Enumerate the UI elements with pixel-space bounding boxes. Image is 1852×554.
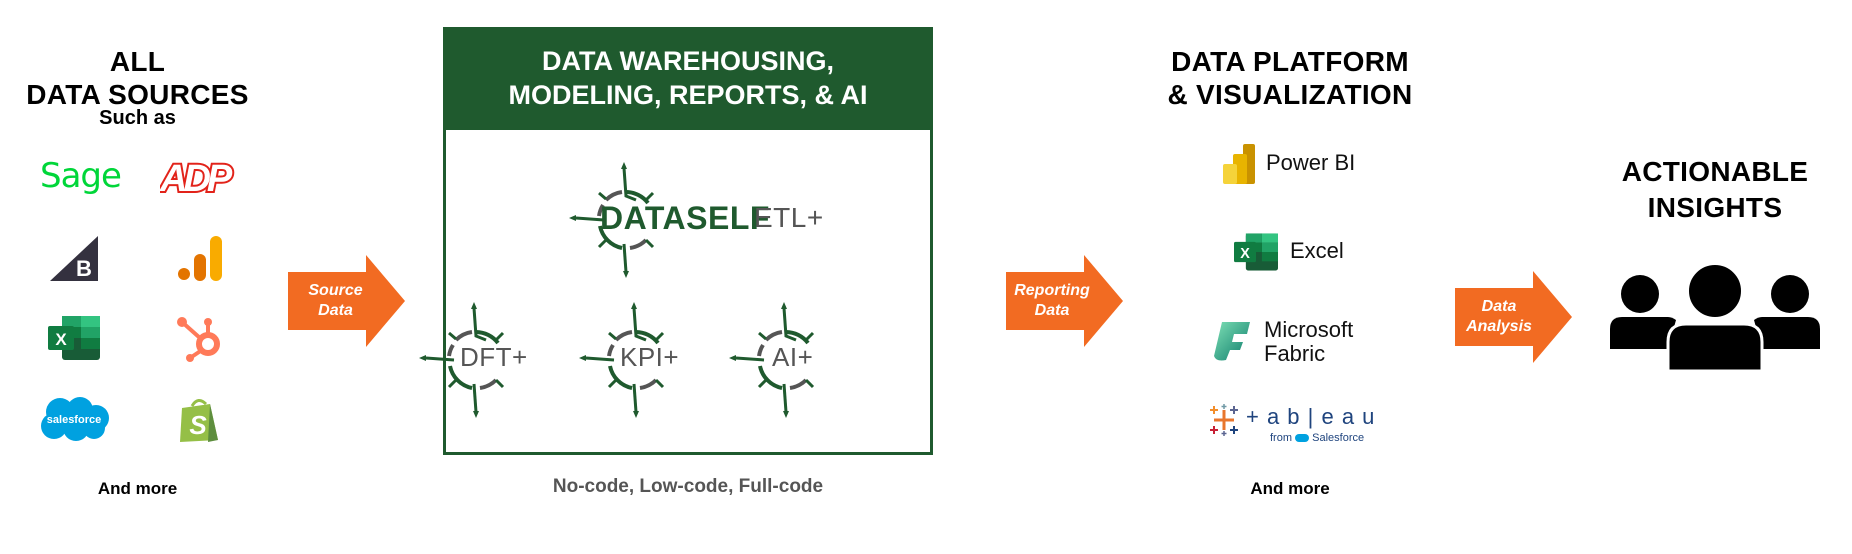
tableau-wordmark: + a b | e a u: [1246, 404, 1376, 429]
product-label: AI+: [772, 342, 814, 372]
svg-text:ADP: ADP: [160, 160, 233, 196]
platform-title-line2: & VISUALIZATION: [1167, 79, 1413, 110]
power-bi-icon: [1223, 144, 1255, 184]
tableau-from-salesforce: from Salesforce: [1270, 432, 1364, 444]
warehouse-title-line2: MODELING, REPORTS, & AI: [508, 80, 868, 110]
fabric-line2: Fabric: [1264, 341, 1326, 366]
adp-logo: ADP ADP: [160, 160, 239, 196]
excel-label: Excel: [1290, 238, 1344, 263]
excel-icon: [1234, 231, 1278, 273]
svg-text:salesforce: salesforce: [47, 414, 101, 426]
people-group-icon: [1610, 264, 1820, 371]
product-label: KPI+: [620, 342, 680, 372]
arrow-label-line2: Data: [318, 302, 353, 319]
tableau-salesforce: Salesforce: [1312, 432, 1365, 444]
product-dft: DFT+: [416, 300, 576, 420]
platform-title: DATA PLATFORM & VISUALIZATION: [1140, 45, 1440, 111]
hubspot-logo: [177, 317, 220, 362]
etl-product: ETL+: [754, 202, 824, 233]
warehouse-box: DATA WAREHOUSING, MODELING, REPORTS, & A…: [443, 27, 933, 455]
platform-more: And more: [1250, 479, 1330, 498]
arrow-label-line2: Analysis: [1466, 318, 1532, 335]
arrow-label-line1: Source: [308, 282, 363, 299]
sources-title: ALL DATA SOURCES: [0, 45, 275, 111]
microsoft-fabric-label: Microsoft Fabric: [1264, 318, 1353, 366]
salesforce-logo: salesforce: [41, 397, 109, 441]
arrow-label-line1: Data: [1481, 298, 1517, 315]
sage-logo-text: Sage: [40, 156, 122, 196]
product-label: DFT+: [460, 342, 528, 372]
svg-text:S: S: [189, 410, 207, 440]
insights-title-line1: ACTIONABLE: [1621, 156, 1809, 187]
microsoft-fabric-icon: [1214, 322, 1250, 361]
product-ai: AI+: [726, 300, 886, 420]
sources-title-line1: ALL: [109, 46, 166, 77]
insights-title-line2: INSIGHTS: [1647, 192, 1783, 223]
dataself-brand: DATASELF: [600, 200, 770, 236]
sources-title-line2: DATA SOURCES: [26, 79, 249, 110]
dataself-etl-logo: DATASELF ETL+: [566, 160, 866, 280]
fabric-line1: Microsoft: [1264, 317, 1354, 342]
product-kpi: KPI+: [576, 300, 736, 420]
sage-logo: Sage: [40, 156, 122, 196]
insights-title: ACTIONABLE INSIGHTS: [1590, 154, 1840, 226]
tableau-from: from: [1270, 432, 1292, 444]
sources-subtitle: Such as: [99, 107, 176, 129]
warehouse-caption: No-code, Low-code, Full-code: [552, 476, 824, 497]
excel-source-logo: [48, 316, 100, 360]
bigcommerce-logo: B: [50, 236, 98, 281]
shopify-logo: S: [180, 399, 218, 442]
sources-more: And more: [97, 479, 178, 498]
svg-text:ADP: ADP: [160, 160, 233, 196]
google-analytics-logo: [178, 236, 222, 281]
warehouse-header: DATA WAREHOUSING, MODELING, REPORTS, & A…: [446, 30, 930, 130]
svg-text:B: B: [76, 256, 92, 281]
warehouse-title-line1: DATA WAREHOUSING,: [542, 46, 834, 76]
arrow-label-line1: Reporting: [1014, 282, 1090, 299]
tableau-icon: [1210, 404, 1238, 436]
arrow-label-line2: Data: [1034, 302, 1070, 319]
salesforce-cloud-icon: [1295, 434, 1310, 443]
platform-title-line1: DATA PLATFORM: [1171, 46, 1409, 77]
power-bi-label: Power BI: [1266, 150, 1356, 175]
